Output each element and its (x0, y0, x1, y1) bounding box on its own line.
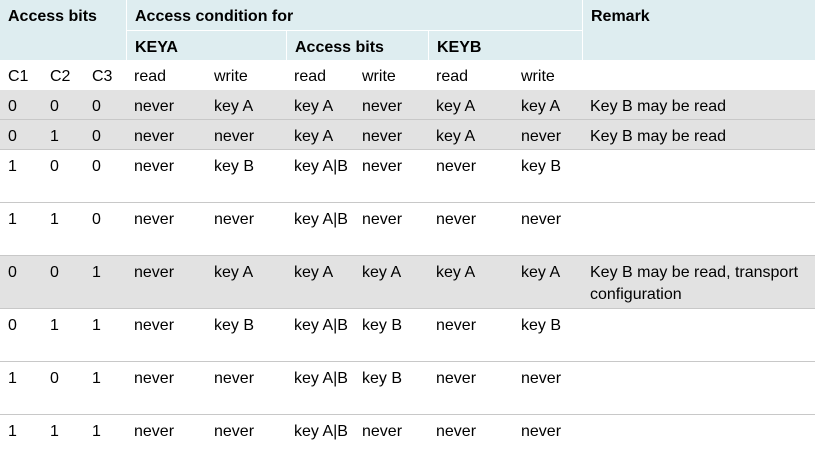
cell-access-bits-read: key A|B (286, 309, 354, 362)
subheader-keyb-read: read (436, 68, 469, 85)
subheader-c3: C3 (92, 68, 113, 85)
cell-keyb-write: key A (513, 256, 582, 309)
cell-keya-read: never (126, 203, 206, 256)
cell-keya-read: never (126, 90, 206, 120)
cell-keya-read: never (126, 309, 206, 362)
header-keyb: KEYB (428, 30, 582, 60)
cell-keya-write: never (206, 120, 286, 150)
cell-keyb-write: never (513, 120, 582, 150)
cell-remark: Key B may be read (582, 90, 815, 120)
cell-c1: 1 (0, 150, 42, 203)
cell-access-bits-read: key A (286, 120, 354, 150)
cell-keyb-read: key A (428, 90, 513, 120)
cell-access-bits-read: key A|B (286, 362, 354, 415)
cell-c2: 1 (42, 203, 84, 256)
subheader-c2: C2 (50, 68, 71, 85)
cell-keyb-write: never (513, 362, 582, 415)
cell-keya-read: never (126, 150, 206, 203)
cell-remark (582, 415, 815, 468)
cell-c3: 0 (84, 90, 126, 120)
cell-keyb-read: never (428, 309, 513, 362)
cell-c2: 1 (50, 423, 59, 440)
cell-keya-read: never (126, 256, 206, 309)
cell-keyb-read: never (428, 362, 513, 415)
cell-c1: 0 (0, 256, 42, 309)
cell-c2: 0 (42, 362, 84, 415)
cell-access-bits-read: key A|B (286, 203, 354, 256)
cell-c1: 1 (8, 423, 17, 440)
cell-c3: 1 (84, 309, 126, 362)
cell-keya-write: key B (206, 309, 286, 362)
cell-c1: 1 (0, 203, 42, 256)
subheader-keyb-write: write (521, 68, 555, 85)
header-keya: KEYA (126, 30, 286, 60)
cell-keyb-read: never (436, 423, 477, 440)
cell-c1: 0 (0, 309, 42, 362)
cell-keyb-write: key B (513, 309, 582, 362)
cell-access-bits-read: key A|B (294, 423, 348, 440)
cell-remark (582, 309, 815, 362)
cell-keya-write: never (214, 423, 255, 440)
cell-access-bits-write: key B (354, 309, 428, 362)
cell-remark (582, 362, 815, 415)
cell-c2: 1 (42, 120, 84, 150)
cell-keya-read: never (134, 423, 175, 440)
cell-keya-write: key B (206, 150, 286, 203)
cell-c1: 1 (0, 362, 42, 415)
cell-c3: 1 (92, 423, 101, 440)
cell-c1: 0 (0, 120, 42, 150)
cell-keyb-write: key A (513, 90, 582, 120)
cell-access-bits-write: key A (354, 256, 428, 309)
cell-c3: 1 (84, 362, 126, 415)
header-access-bits-sub: Access bits (286, 30, 428, 60)
cell-keyb-read: never (428, 150, 513, 203)
cell-keyb-read: key A (428, 120, 513, 150)
cell-c3: 0 (84, 203, 126, 256)
cell-keya-write: key A (206, 90, 286, 120)
cell-access-bits-write: never (354, 90, 428, 120)
cell-remark: Key B may be read (582, 120, 815, 150)
cell-keya-write: never (206, 362, 286, 415)
cell-c2: 0 (42, 90, 84, 120)
cell-c3: 1 (84, 256, 126, 309)
cell-access-bits-write: never (354, 203, 428, 256)
cell-access-bits-write: key B (354, 362, 428, 415)
subheader-c1: C1 (8, 68, 29, 85)
cell-keyb-read: never (428, 203, 513, 256)
cell-keyb-write: never (521, 423, 562, 440)
cell-keya-write: never (206, 203, 286, 256)
cell-access-bits-write: never (354, 150, 428, 203)
cell-c2: 0 (42, 256, 84, 309)
header-access-bits: Access bits (0, 0, 126, 60)
cell-keya-read: never (126, 362, 206, 415)
cell-keya-read: never (126, 120, 206, 150)
cell-c3: 0 (84, 120, 126, 150)
cell-c3: 0 (84, 150, 126, 203)
cell-access-bits-read: key A|B (286, 150, 354, 203)
cell-access-bits-read: key A (286, 256, 354, 309)
subheader-keya-write: write (214, 68, 248, 85)
cell-access-bits-read: key A (286, 90, 354, 120)
subheader-access-bits-write: write (362, 68, 396, 85)
cell-c1: 0 (0, 90, 42, 120)
cell-keyb-write: never (513, 203, 582, 256)
cell-keyb-read: key A (428, 256, 513, 309)
cell-keya-write: key A (206, 256, 286, 309)
header-remark: Remark (582, 0, 815, 60)
subheader-keya-read: read (134, 68, 167, 85)
cell-c2: 0 (42, 150, 84, 203)
subheader-access-bits-read: read (294, 68, 327, 85)
cell-access-bits-write: never (354, 120, 428, 150)
cell-remark (582, 150, 815, 203)
cell-access-bits-write: never (362, 423, 403, 440)
header-access-condition-for: Access condition for (126, 0, 582, 30)
cell-c2: 1 (42, 309, 84, 362)
cell-keyb-write: key B (513, 150, 582, 203)
cell-remark (582, 203, 815, 256)
cell-remark: Key B may be read, transport configurati… (582, 256, 815, 309)
